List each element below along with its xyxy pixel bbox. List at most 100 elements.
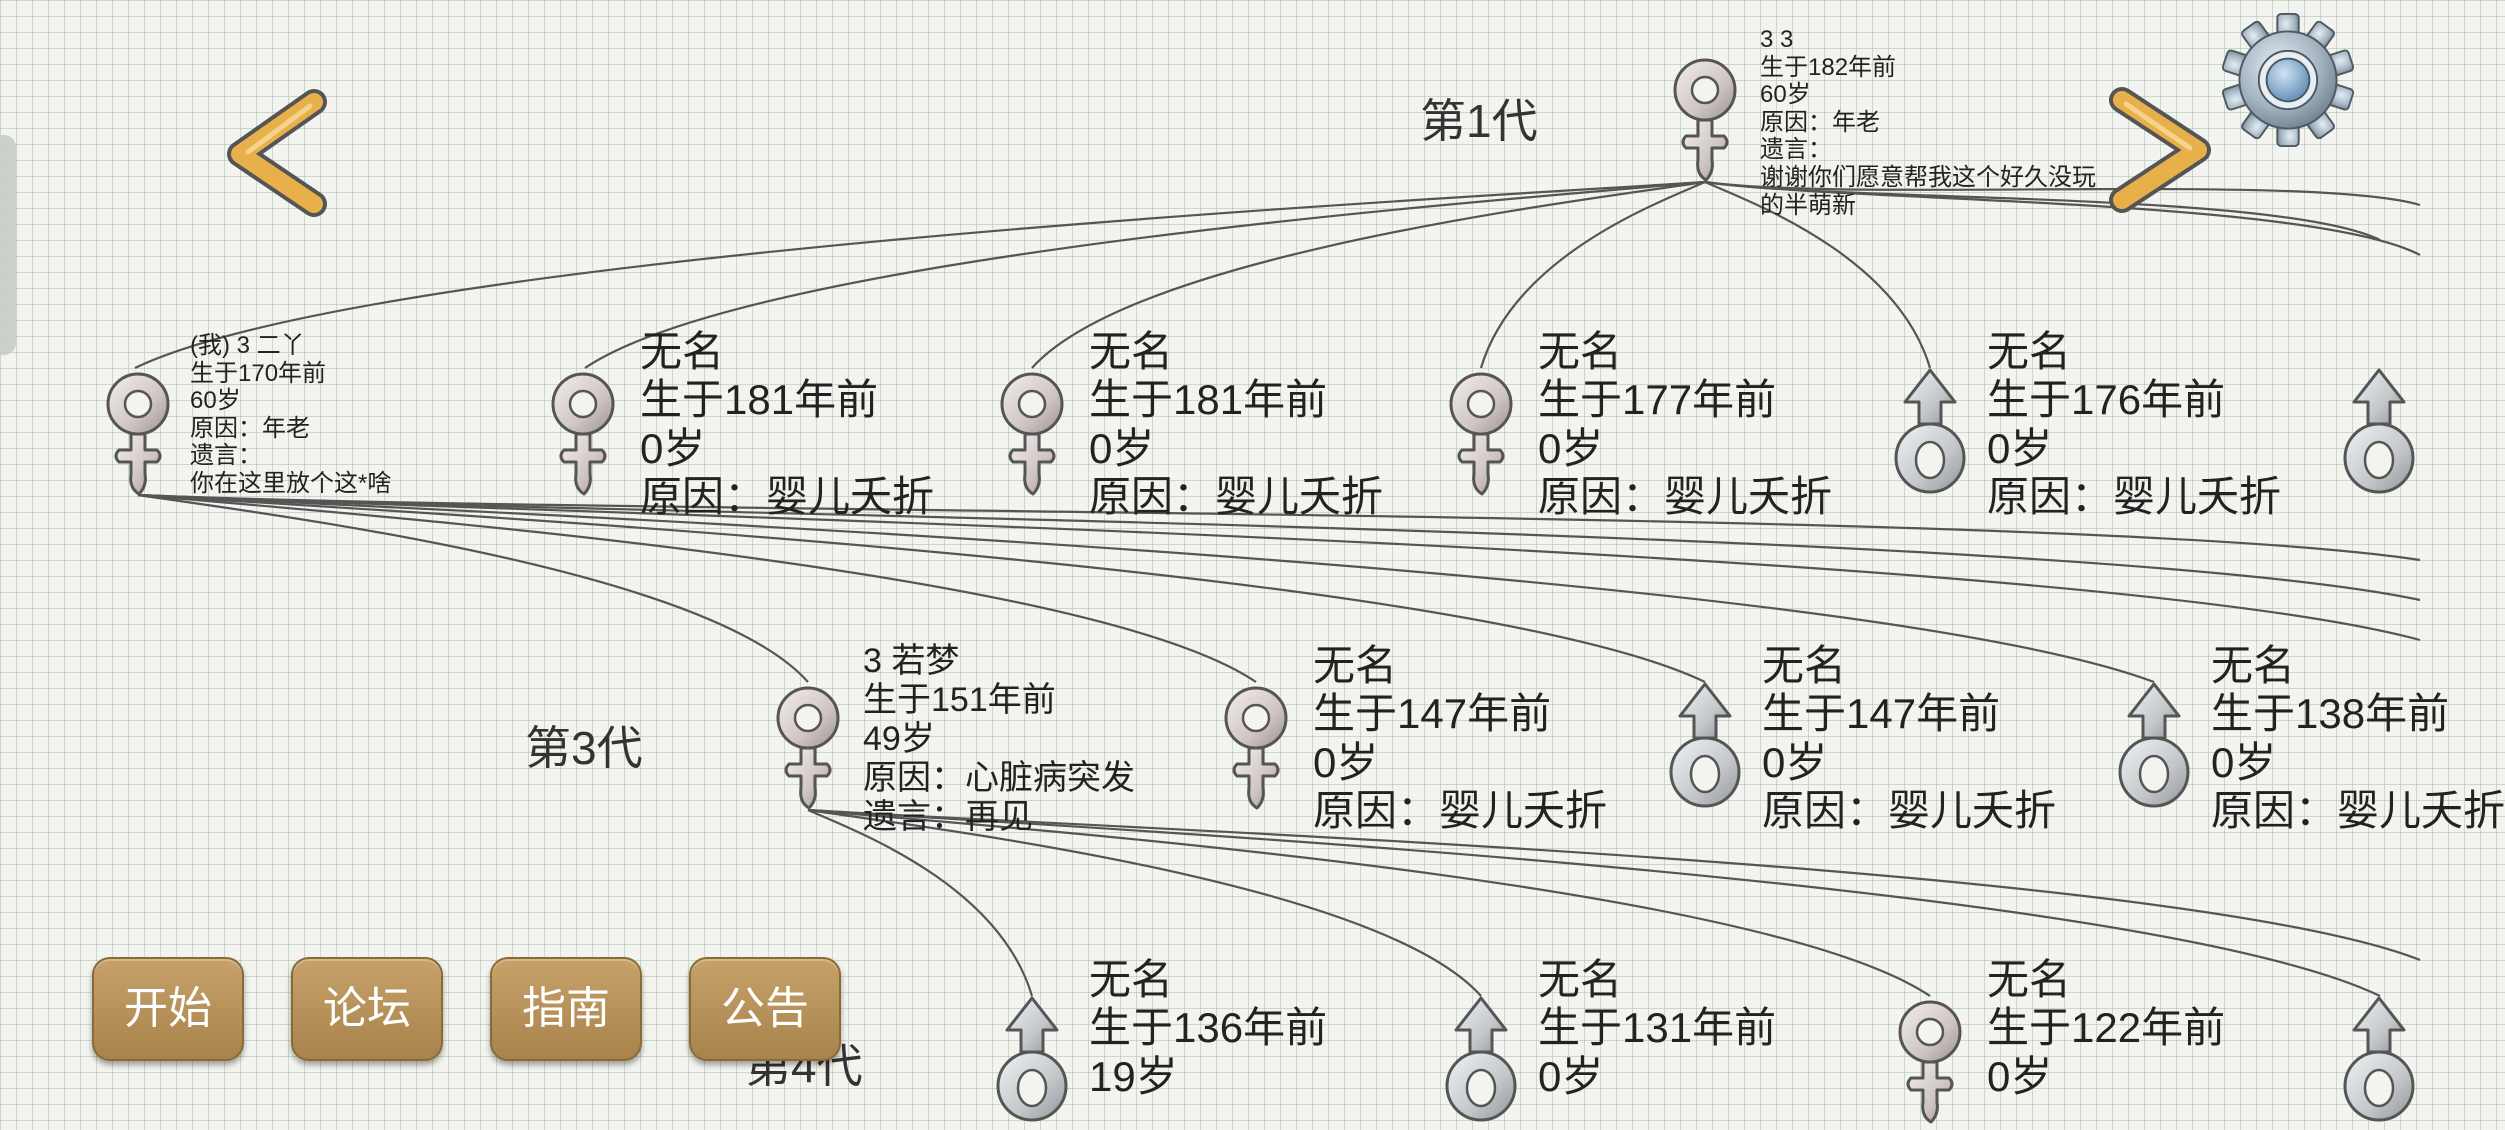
female-symbol-icon: [1436, 362, 1526, 502]
male-symbol-icon: [2334, 362, 2424, 502]
parent-link: [584, 180, 1706, 369]
node-cause: 原因：婴儿夭折: [1762, 786, 2057, 834]
parent-link: [137, 493, 1706, 683]
side-drawer-handle[interactable]: [0, 135, 16, 355]
female-symbol-icon: [1660, 48, 1750, 188]
node-will-label: 遗言：: [190, 442, 262, 470]
parent-link: [807, 808, 1034, 997]
male-symbol-icon: [1885, 362, 1975, 502]
node-age: 0岁: [1538, 424, 1604, 472]
node-birth: 生于147年前: [1313, 690, 1552, 738]
node-info: 无名 生于181年前 0岁 原因：婴儿夭折: [1089, 328, 1383, 521]
node-will-text: 遗言：再见: [863, 798, 1033, 837]
female-symbol-icon: [538, 362, 628, 502]
forum-button[interactable]: 论坛: [291, 957, 443, 1061]
node-age: 0岁: [640, 424, 706, 472]
guide-button[interactable]: 指南: [490, 957, 642, 1061]
node-age: 49岁: [863, 720, 935, 759]
node-name: (我) 3 二丫: [190, 332, 305, 359]
node-birth: 生于136年前: [1089, 1004, 1328, 1052]
generation-label-3: 第3代: [525, 722, 643, 774]
node-name: 无名: [1538, 956, 1623, 1003]
parent-link: [1031, 180, 1706, 369]
node-info: (我) 3 二丫 生于170年前 60岁 原因：年老 遗言： 你在这里放个这*啥: [190, 332, 391, 498]
node-info: 无名 生于136年前 19岁: [1089, 956, 1327, 1101]
node-name: 无名: [1538, 328, 1623, 375]
female-symbol-icon: [1211, 676, 1301, 816]
node-age: 0岁: [1538, 1052, 1604, 1100]
node-info: 无名 生于177年前 0岁 原因：婴儿夭折: [1538, 328, 1832, 521]
node-cause: 原因：婴儿夭折: [1089, 472, 1384, 520]
node-name: 3 3: [1760, 26, 1794, 53]
tree-node[interactable]: 无名 生于138年前 0岁 原因：婴儿夭折: [2109, 642, 2505, 876]
female-symbol-icon: [1885, 990, 1975, 1130]
node-birth: 生于182年前: [1760, 53, 1897, 81]
node-age: 0岁: [1987, 1052, 2053, 1100]
gear-icon[interactable]: [2220, 12, 2356, 148]
node-age: 0岁: [1313, 738, 1379, 786]
node-cause: 原因：婴儿夭折: [1987, 472, 2282, 520]
parent-link: [137, 493, 2155, 684]
chevron-right-icon[interactable]: [2100, 87, 2220, 218]
node-cause: 原因：婴儿夭折: [2211, 786, 2505, 834]
node-info: 无名 生于122年前 0岁: [1987, 956, 2225, 1101]
chevron-left-icon[interactable]: [222, 89, 342, 222]
parent-link: [807, 808, 2381, 997]
node-birth: 生于151年前: [863, 681, 1056, 720]
node-birth: 生于122年前: [1987, 1004, 2226, 1052]
node-name: 无名: [2211, 642, 2296, 689]
notice-button[interactable]: 公告: [689, 957, 841, 1061]
node-name: 无名: [1089, 956, 1174, 1003]
node-info: 无名 生于131年前 0岁: [1538, 956, 1776, 1101]
node-name: 无名: [1987, 956, 2072, 1003]
parent-link: [807, 808, 2421, 962]
parent-link: [1704, 180, 1932, 369]
generation-label-1: 第1代: [1420, 95, 1538, 147]
node-birth: 生于181年前: [1089, 376, 1328, 424]
female-symbol-icon: [987, 362, 1077, 502]
parent-link: [137, 493, 2421, 602]
node-info: 无名 生于147年前 0岁 原因：婴儿夭折: [1762, 642, 2056, 835]
tree-node[interactable]: [2334, 362, 2414, 502]
node-age: 60岁: [190, 387, 241, 415]
parent-link: [137, 493, 809, 683]
tree-node[interactable]: [2334, 990, 2414, 1080]
parent-link: [1704, 180, 2421, 256]
node-birth: 生于177年前: [1538, 376, 1777, 424]
node-age: 60岁: [1760, 81, 1811, 109]
node-cause: 原因：婴儿夭折: [1313, 786, 1608, 834]
node-name: 无名: [1089, 328, 1174, 375]
parent-link: [137, 493, 2421, 562]
male-symbol-icon: [2109, 676, 2199, 816]
node-cause: 原因：年老: [1760, 108, 1880, 136]
node-will-label: 遗言：: [1760, 136, 1832, 164]
start-button[interactable]: 开始: [92, 957, 244, 1061]
node-info: 无名 生于138年前 0岁 原因：婴儿夭折: [2211, 642, 2505, 835]
node-info: 无名 生于147年前 0岁 原因：婴儿夭折: [1313, 642, 1607, 835]
node-name: 无名: [640, 328, 725, 375]
node-age: 19岁: [1089, 1052, 1178, 1100]
female-symbol-icon: [763, 676, 853, 816]
node-cause: 原因：婴儿夭折: [640, 472, 935, 520]
node-info: 无名 生于181年前 0岁 原因：婴儿夭折: [640, 328, 934, 521]
node-birth: 生于147年前: [1762, 690, 2001, 738]
node-age: 0岁: [1987, 424, 2053, 472]
male-symbol-icon: [2334, 990, 2424, 1130]
parent-link: [137, 493, 1257, 683]
node-cause: 原因：心脏病突发: [863, 759, 1135, 798]
node-birth: 生于131年前: [1538, 1004, 1777, 1052]
node-name: 3 若梦: [863, 642, 960, 680]
node-cause: 原因：婴儿夭折: [1538, 472, 1833, 520]
node-name: 无名: [1762, 642, 1847, 689]
node-will-text: 的半萌新: [1760, 191, 1856, 219]
node-info: 3 3 生于182年前 60岁 原因：年老 遗言： 谢谢你们愿意帮我这个好久没玩…: [1760, 26, 2096, 219]
node-birth: 生于138年前: [2211, 690, 2450, 738]
node-birth: 生于170年前: [190, 359, 327, 387]
parent-link: [134, 180, 1706, 369]
node-info: 无名 生于176年前 0岁 原因：婴儿夭折: [1987, 328, 2281, 521]
node-will-text: 你在这里放个这*啥: [190, 469, 392, 497]
parent-link: [1704, 180, 2421, 207]
family-tree-lines: [134, 180, 2421, 997]
node-age: 0岁: [1762, 738, 1828, 786]
node-cause: 原因：年老: [190, 414, 310, 442]
